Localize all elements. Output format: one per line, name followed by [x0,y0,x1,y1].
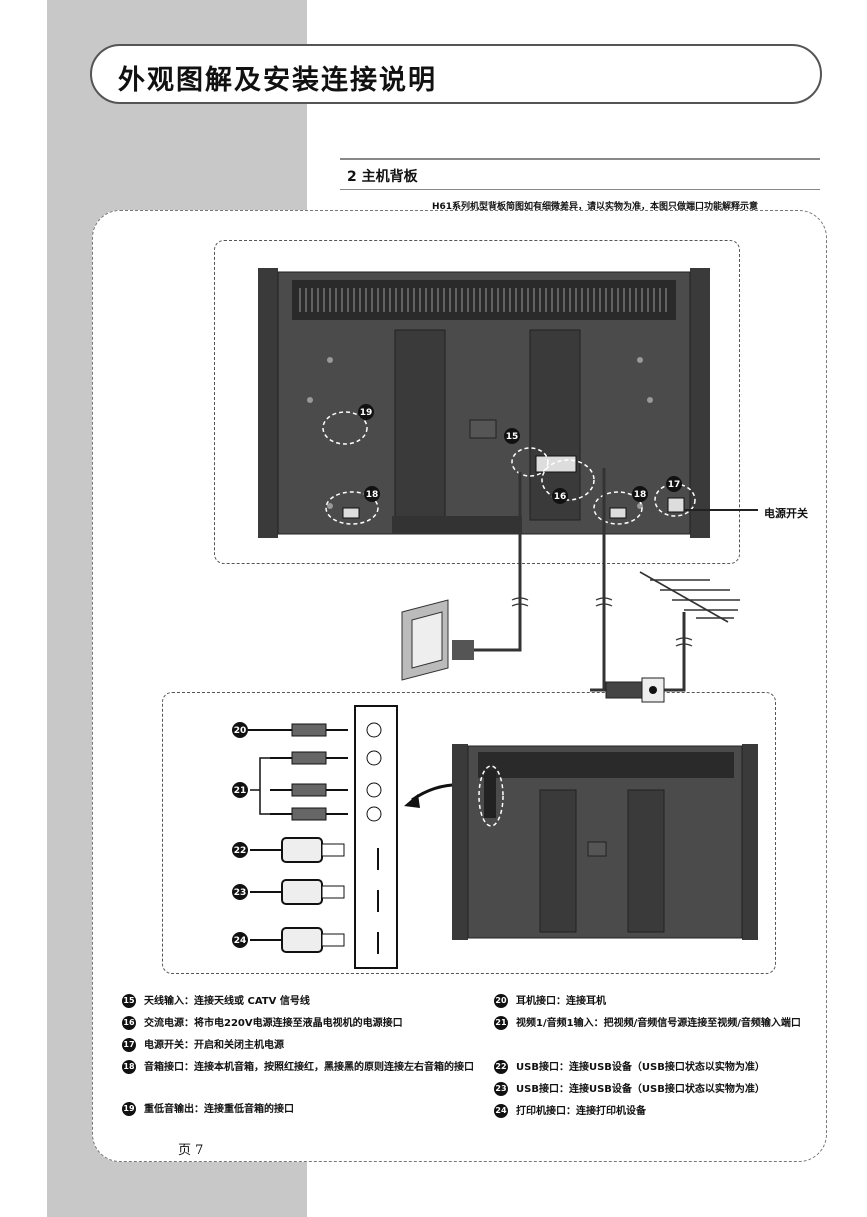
section-rule-bottom [340,189,820,190]
page-title: 外观图解及安装连接说明 [118,65,437,96]
legend-number: 22 [494,1060,508,1074]
page-number-tab [141,1136,227,1160]
legend-item: 22 USB接口：连接USB设备（USB接口状态以实物为准） [494,1059,765,1077]
svg-text:19: 19 [360,408,373,418]
legend-number: 16 [122,1016,136,1030]
legend-item: 24 打印机接口：连接打印机设备 [494,1103,646,1121]
legend-number: 23 [494,1082,508,1096]
usb-plugs [250,837,345,953]
legend-number: 24 [494,1104,508,1118]
section-title: 2 主机背板 [347,169,418,185]
legend-text: 天线输入：连接天线或 CATV 信号线 [144,996,310,1007]
section-note: H61系列机型背板简图如有细微差异，请以实物为准，本图只做端口功能解释示意 [432,202,759,212]
back-panel-diagram-frame [214,240,740,564]
ports-markers: 20 21 22 23 24 [232,722,248,948]
legend-number: 17 [122,1038,136,1052]
audio-video-plugs [248,723,348,821]
legend-number: 15 [122,994,136,1008]
legend-item: 17 电源开关：开启和关闭主机电源 [122,1037,284,1055]
svg-text:22: 22 [234,846,247,856]
svg-text:21: 21 [234,786,247,796]
legend-item: 21 视频1/音频1输入：把视频/音频信号源连接至视频/音频输入端口 [494,1015,814,1033]
svg-text:17: 17 [668,480,681,490]
side-ports-diagram-frame [162,692,776,974]
title-bar [90,44,822,104]
svg-text:24: 24 [234,936,247,946]
legend-text: 电源开关：开启和关闭主机电源 [144,1040,284,1051]
legend-text: USB接口：连接USB设备（USB接口状态以实物为准） [516,1062,765,1073]
legend-text: 音箱接口：连接本机音箱，按照红接红，黑接黑的原则连接左右音箱的接口 [144,1062,474,1073]
wall-socket-illustration [401,599,474,681]
small-tv-back-illustration [452,744,758,940]
legend-item: 20 耳机接口：连接耳机 [494,993,606,1011]
legend-number: 20 [494,994,508,1008]
legend-text: 交流电源：将市电220V电源连接至液晶电视机的电源接口 [144,1018,403,1029]
svg-text:15: 15 [506,432,519,442]
legend-item: 15 天线输入：连接天线或 CATV 信号线 [122,993,310,1011]
legend-text: 重低音输出：连接重低音箱的接口 [144,1104,294,1115]
diagram-markers: 15 16 17 18 18 19 [358,404,682,504]
legend-text: 视频1/音频1输入：把视频/音频信号源连接至视频/音频输入端口 [516,1018,801,1029]
side-port-panel [354,705,398,969]
legend-number: 21 [494,1016,508,1030]
legend-number: 19 [122,1102,136,1116]
svg-text:18: 18 [366,490,379,500]
legend-item: 19 重低音输出：连接重低音箱的接口 [122,1101,294,1119]
legend-text: 打印机接口：连接打印机设备 [516,1106,646,1117]
svg-text:23: 23 [234,888,247,898]
legend-item: 16 交流电源：将市电220V电源连接至液晶电视机的电源接口 [122,1015,403,1033]
page-number: 页 7 [178,1143,204,1158]
antenna-illustration [639,571,740,623]
legend-text: 耳机接口：连接耳机 [516,996,606,1007]
legend-item: 18 音箱接口：连接本机音箱，按照红接红，黑接黑的原则连接左右音箱的接口 [122,1059,482,1077]
svg-text:20: 20 [234,726,247,736]
legend-item: 23 USB接口：连接USB设备（USB接口状态以实物为准） [494,1081,765,1099]
antenna-plug-illustration [605,677,665,703]
legend-number: 18 [122,1060,136,1074]
legend-text: USB接口：连接USB设备（USB接口状态以实物为准） [516,1084,765,1095]
svg-text:16: 16 [554,492,567,502]
section-rule-top [340,158,820,160]
power-switch-label: 电源开关 [764,507,808,520]
svg-text:18: 18 [634,490,647,500]
tv-back-illustration [258,268,710,538]
